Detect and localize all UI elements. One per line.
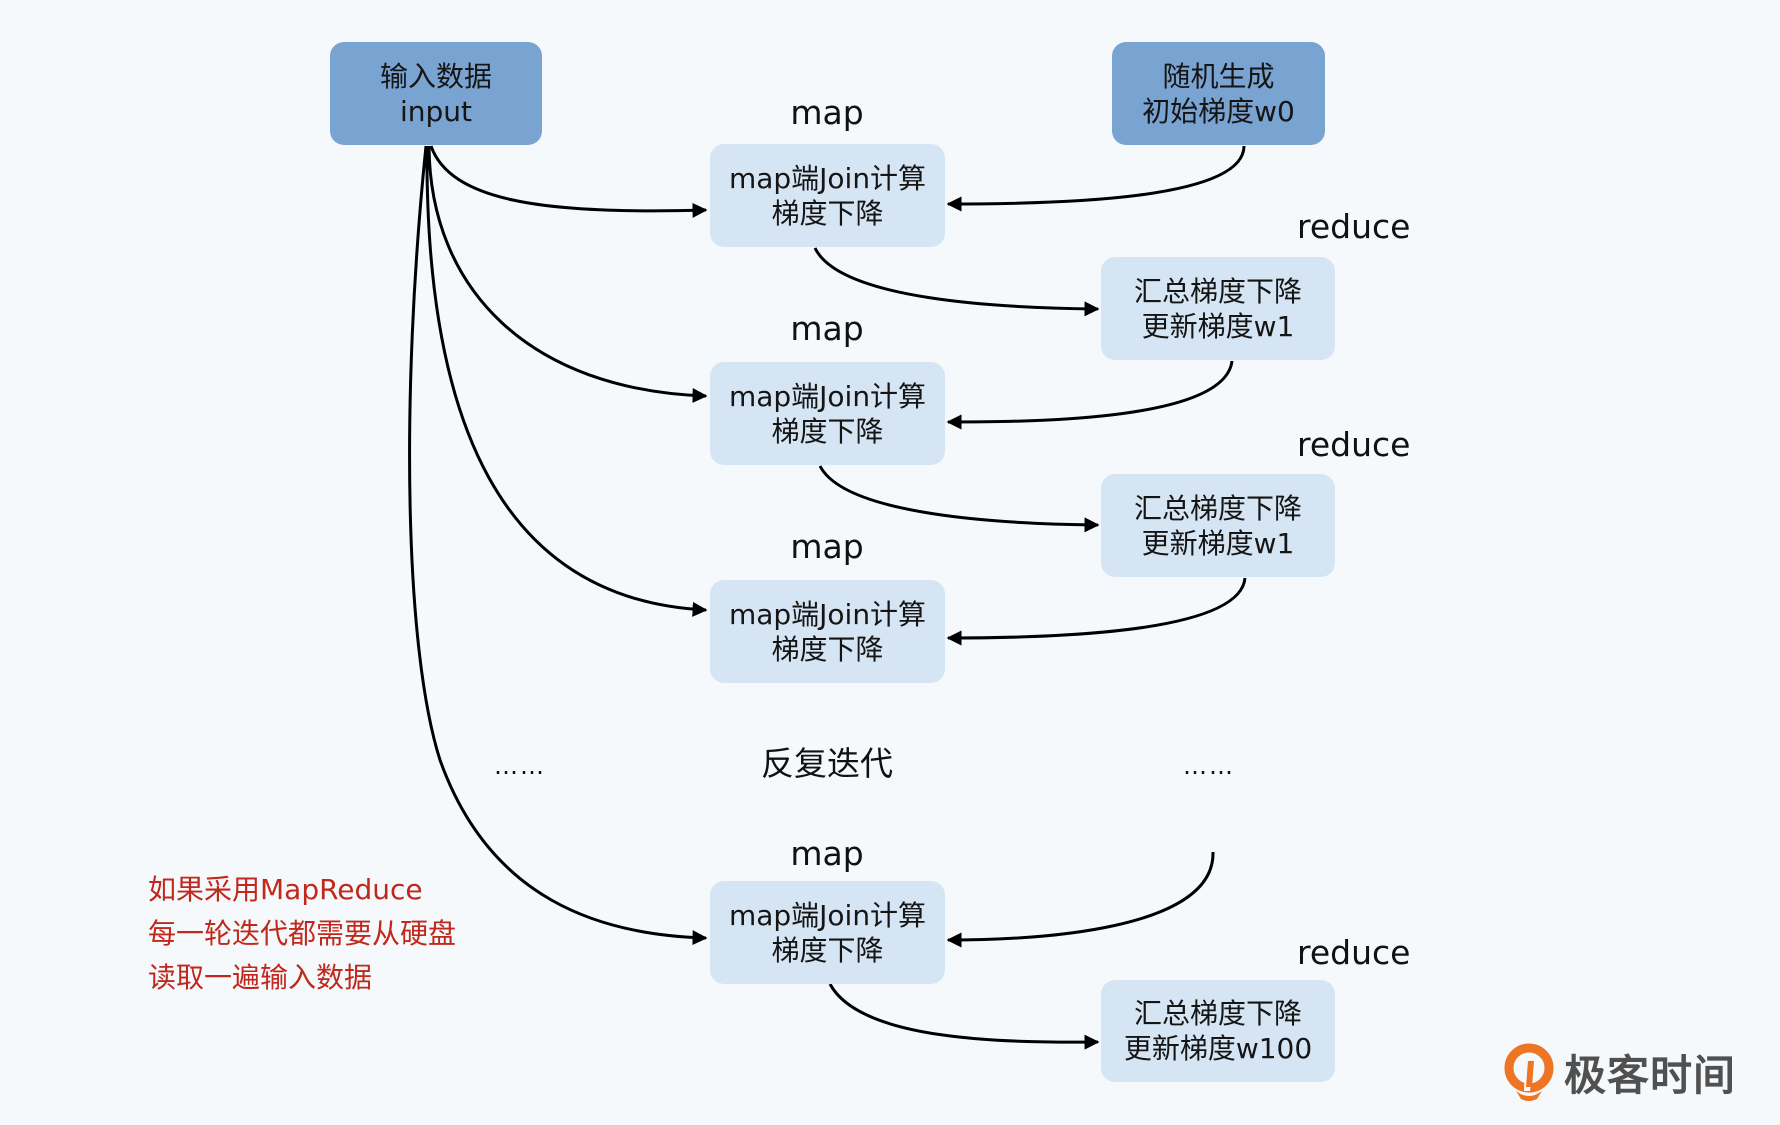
edge-reduce-1-map-2 [946, 360, 1234, 430]
reduce-node-3-line2: 更新梯度w100 [1123, 1032, 1313, 1065]
map-node-2-line2: 梯度下降 [771, 414, 884, 448]
brand-name: 极客时间 [1564, 1051, 1737, 1100]
ellipsis-left: …… [494, 752, 546, 780]
ellipsis-right: …… [1183, 752, 1235, 780]
map-node-3-line1: map端Join计算 [728, 597, 927, 631]
reduce-node-1: 汇总梯度下降 更新梯度w1 [1101, 257, 1335, 360]
map-label-3: map [790, 527, 864, 566]
edge-map-2-reduce-2 [818, 465, 1100, 533]
reduce-node-2: 汇总梯度下降 更新梯度w1 [1101, 474, 1335, 577]
map-label-1: map [790, 93, 864, 132]
edge-map-4-reduce-3 [828, 983, 1100, 1050]
edge-iteration-map-4 [946, 851, 1215, 948]
map-label-4: map [790, 834, 864, 873]
edge-map-1-reduce-1 [813, 247, 1100, 317]
edge-input-map-2 [427, 145, 708, 404]
map-node-1-line2: 梯度下降 [771, 196, 884, 230]
map-label-2: map [790, 309, 864, 348]
init-weight-node: 随机生成 初始梯度w0 [1112, 42, 1325, 145]
note-line-3: 读取一遍输入数据 [148, 961, 373, 994]
input-data-node: 输入数据 input [330, 42, 542, 145]
edge-input-map-3 [425, 145, 708, 617]
edge-reduce-2-map-3 [946, 577, 1247, 646]
disk-read-note: 如果采用MapReduce 每一轮迭代都需要从硬盘 读取一遍输入数据 [148, 868, 456, 1000]
reduce-label-2: reduce [1297, 425, 1411, 464]
init-weight-line1: 随机生成 [1162, 59, 1275, 93]
reduce-node-3-line1: 汇总梯度下降 [1133, 997, 1302, 1030]
reduce-label-1: reduce [1297, 207, 1411, 246]
map-node-4-line2: 梯度下降 [771, 933, 884, 967]
reduce-node-1-line1: 汇总梯度下降 [1133, 274, 1302, 308]
reduce-node-3: 汇总梯度下降 更新梯度w100 [1101, 980, 1335, 1082]
iterate-label: 反复迭代 [761, 744, 893, 783]
geektime-logo-icon [1504, 1043, 1554, 1101]
map-node-1: map端Join计算 梯度下降 [710, 144, 945, 247]
reduce-node-1-line2: 更新梯度w1 [1141, 309, 1295, 343]
edge-input-map-1 [429, 145, 708, 218]
reduce-node-2-line2: 更新梯度w1 [1141, 526, 1295, 560]
reduce-node-2-line1: 汇总梯度下降 [1133, 491, 1302, 525]
edge-input-map-4 [408, 145, 708, 946]
edge-init-map-1 [946, 145, 1246, 212]
map-node-2-line1: map端Join计算 [728, 379, 927, 413]
map-node-4: map端Join计算 梯度下降 [710, 881, 945, 984]
map-node-4-line1: map端Join计算 [728, 898, 927, 932]
note-line-2: 每一轮迭代都需要从硬盘 [148, 917, 457, 950]
note-line-1: 如果采用MapReduce [148, 873, 423, 906]
map-node-1-line1: map端Join计算 [728, 161, 927, 195]
map-node-3-line2: 梯度下降 [771, 632, 884, 666]
input-node-line1: 输入数据 [379, 59, 492, 93]
map-node-3: map端Join计算 梯度下降 [710, 580, 945, 683]
init-weight-line2: 初始梯度w0 [1142, 94, 1295, 128]
brand-logo: 极客时间 [1504, 1042, 1736, 1103]
input-node-line2: input [399, 94, 473, 128]
map-node-2: map端Join计算 梯度下降 [710, 362, 945, 465]
reduce-label-3: reduce [1297, 933, 1411, 972]
